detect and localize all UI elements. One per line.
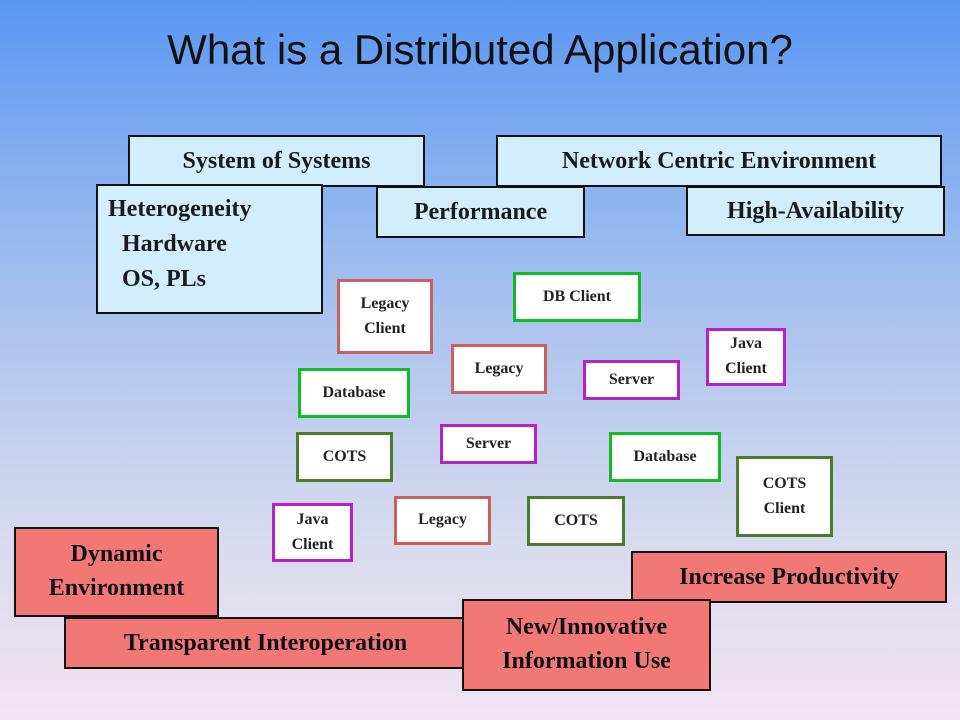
db-client-node: DB Client — [513, 272, 641, 322]
high-availability-box: High-Availability — [686, 186, 945, 236]
cots-client-node: COTS Client — [736, 456, 833, 537]
hardware-label: Hardware — [122, 230, 227, 257]
database-node-1: Database — [298, 368, 410, 418]
server-node-2: Server — [440, 424, 537, 464]
slide-title: What is a Distributed Application? — [167, 26, 793, 73]
performance-box: Performance — [376, 186, 585, 238]
database-node-2: Database — [609, 432, 721, 482]
server-node-1: Server — [583, 360, 680, 400]
java-client-node-left: Java Client — [272, 503, 353, 562]
network-centric-box: Network Centric Environment — [496, 135, 942, 187]
heterogeneity-box: Heterogeneity Hardware OS, PLs — [96, 184, 323, 314]
new-innovative-info-box: New/Innovative Information Use — [462, 599, 711, 691]
system-of-systems-box: System of Systems — [128, 135, 425, 187]
cots-node-2: COTS — [527, 496, 625, 546]
legacy-node-1: Legacy — [451, 344, 547, 394]
heterogeneity-label: Heterogeneity — [108, 196, 252, 222]
java-client-node-right: Java Client — [706, 328, 786, 386]
os-pls-label: OS, PLs — [122, 265, 207, 292]
dynamic-environment-box: Dynamic Environment — [14, 527, 219, 617]
increase-productivity-box: Increase Productivity — [631, 551, 947, 603]
legacy-client-node: Legacy Client — [337, 279, 433, 354]
transparent-interoperation-box: Transparent Interoperation — [64, 617, 467, 669]
legacy-node-2: Legacy — [394, 496, 491, 545]
cots-node-1: COTS — [296, 432, 393, 482]
